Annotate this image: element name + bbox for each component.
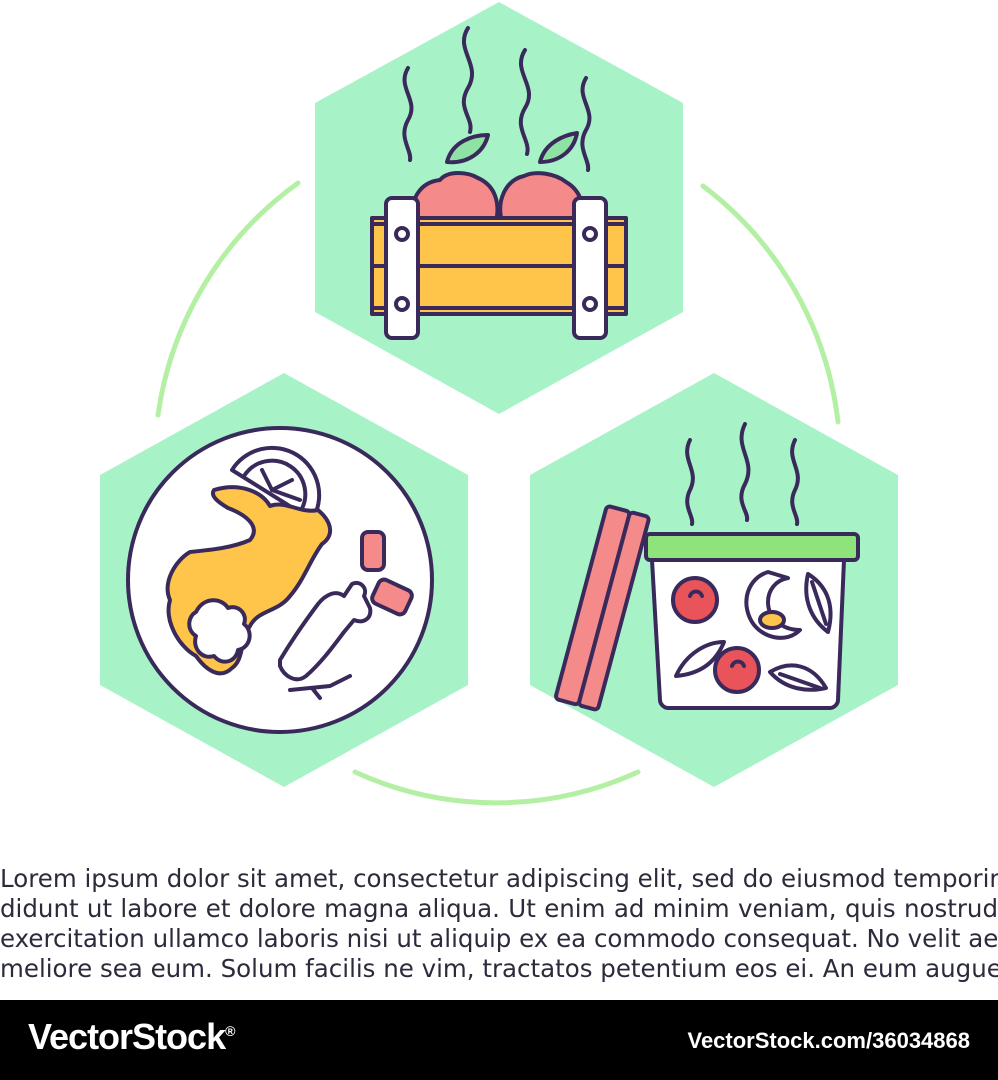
description-line: didunt ut labore et dolore magna aliqua.… xyxy=(0,894,998,923)
description-line: meliore sea eum. Solum facilis ne vim, t… xyxy=(0,954,998,983)
open-food-container-icon xyxy=(554,422,860,712)
watermark-bar: VectorStock® VectorStock.com/36034868 xyxy=(0,1000,998,1080)
brand-logo: VectorStock® xyxy=(28,1016,235,1058)
cycle-ring xyxy=(155,180,841,806)
illustration xyxy=(100,2,898,806)
description-line: exercitation ullamco laboris nisi ut ali… xyxy=(0,924,998,953)
image-reference: VectorStock.com/36034868 xyxy=(687,1028,970,1053)
description-line: Lorem ipsum dolor sit amet, consectetur … xyxy=(0,864,998,893)
description-text: Lorem ipsum dolor sit amet, consectetur … xyxy=(0,864,998,984)
brand-name: VectorStock xyxy=(28,1016,226,1057)
plate-food-leftovers-icon xyxy=(126,426,434,734)
registered-mark: ® xyxy=(225,1023,235,1039)
wooden-crate-rotting-fruit-icon xyxy=(370,26,628,340)
